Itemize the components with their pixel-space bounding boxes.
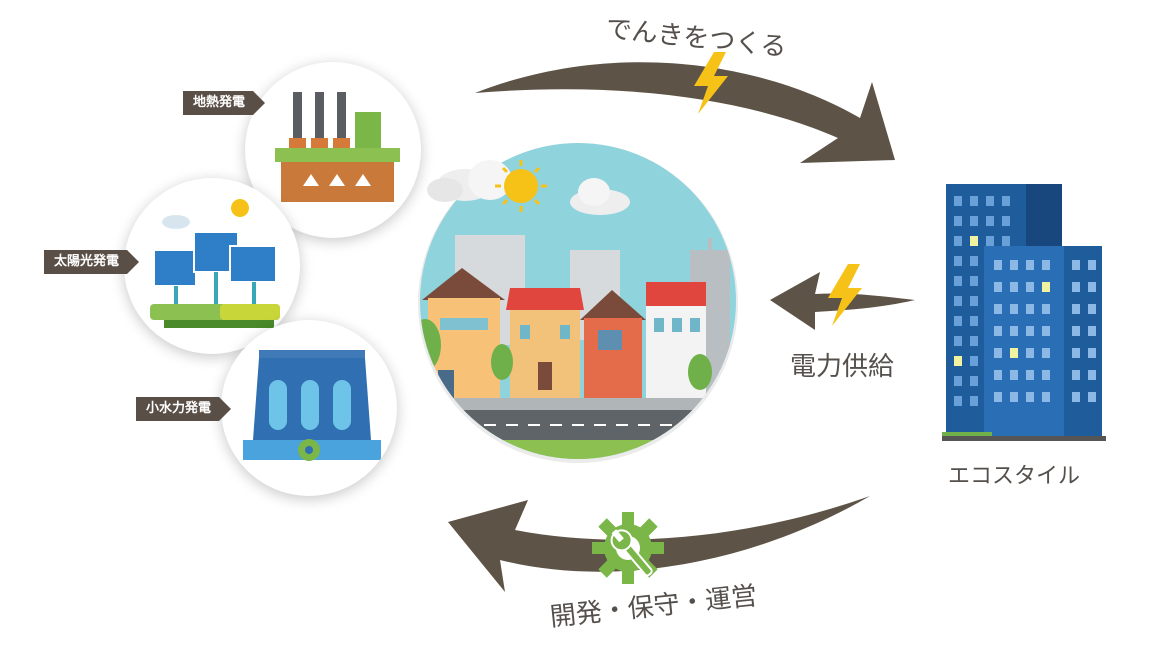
gear-wrench-icon (592, 512, 664, 584)
hydro-label: 小水力発電 (136, 397, 232, 421)
lightning-icon (828, 264, 862, 326)
geothermal-label: 地熱発電 (183, 91, 266, 115)
hydro-dam-icon (243, 350, 381, 461)
solar-circle (124, 178, 300, 354)
solar-panel-icon (150, 199, 280, 328)
lightning-icon (694, 52, 728, 114)
city-illustration (418, 143, 738, 463)
cloud-icon (427, 160, 512, 202)
make-electricity-arrow (475, 62, 895, 163)
cloud-icon (570, 178, 630, 215)
hydro-circle (221, 320, 397, 496)
power-supply-label: 電力供給 (790, 352, 895, 382)
sun-icon (495, 160, 547, 212)
solar-label: 太陽光発電 (44, 250, 140, 274)
geothermal-plant-icon (275, 92, 400, 202)
geothermal-circle (245, 62, 421, 238)
eco-style-label: エコスタイル (948, 464, 1081, 489)
office-building-icon (942, 184, 1106, 441)
